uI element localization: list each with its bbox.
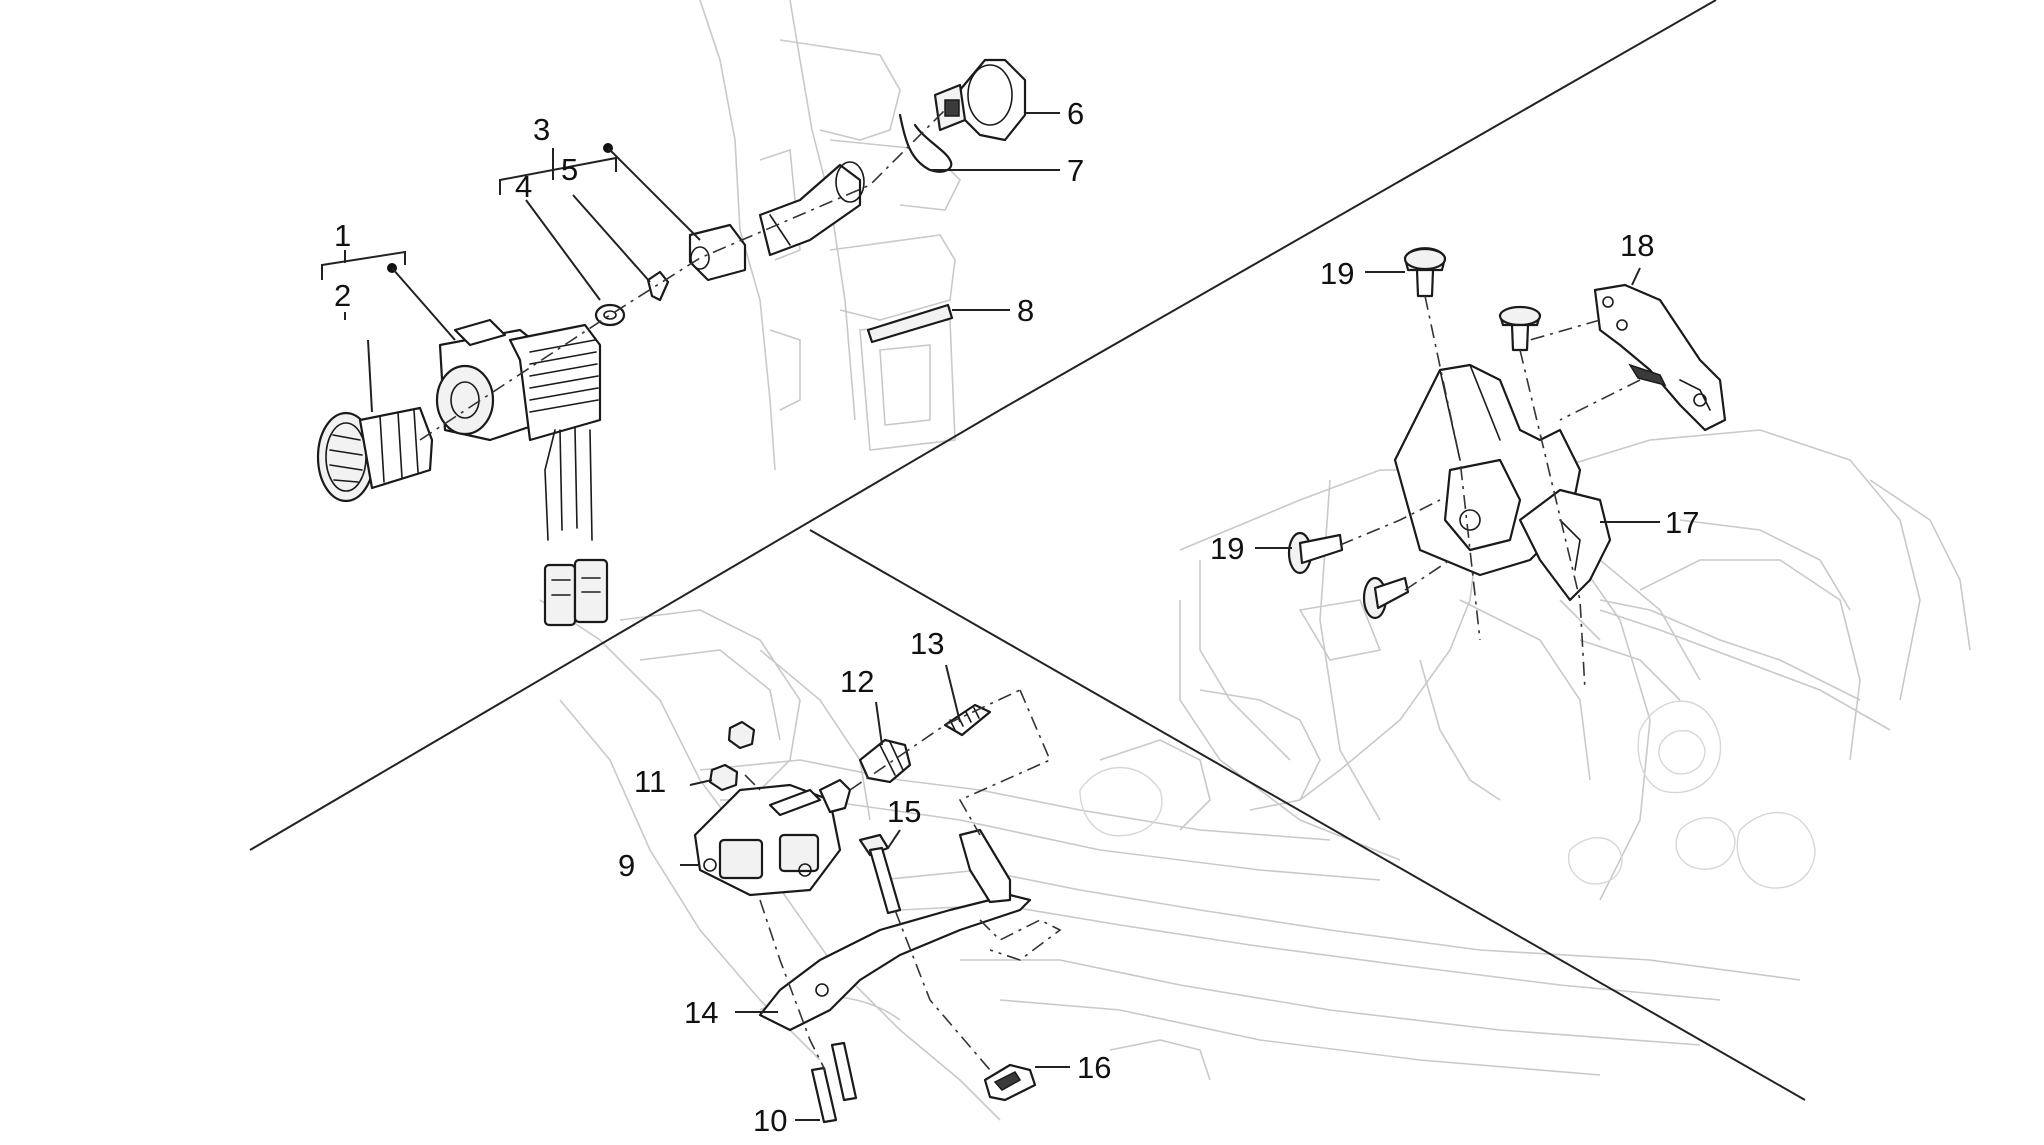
- divider-upper: [999, 0, 1717, 411]
- callout-14: 14: [684, 995, 718, 1030]
- callout-3: 3: [533, 112, 550, 147]
- seat-latch-assembly: [1287, 247, 1891, 731]
- callout-19-top: 19: [1320, 256, 1354, 291]
- callout-7: 7: [1067, 153, 1084, 188]
- callout-8: 8: [1017, 293, 1034, 328]
- callout-13: 13: [910, 626, 944, 661]
- callout-11: 11: [634, 764, 666, 799]
- lock-cap-and-spring: [866, 58, 1027, 344]
- callout-19-left: 19: [1210, 531, 1244, 566]
- callout-1: 1: [334, 218, 351, 253]
- callout-16: 16: [1077, 1050, 1111, 1085]
- frame-ghost-top: [699, 0, 961, 471]
- leader-lines: [344, 112, 1660, 1121]
- assembly-axis-lines: [419, 109, 1641, 1071]
- lock-cylinder-parts: [594, 161, 865, 327]
- callout-17: 17: [1665, 505, 1699, 540]
- callout-12: 12: [840, 664, 874, 699]
- ignition-switch-assembly: [316, 318, 609, 627]
- callout-15: 15: [887, 794, 921, 829]
- callout-5: 5: [561, 152, 578, 187]
- callout-4: 4: [515, 169, 532, 204]
- callout-labels: 1 2 3 4 5 6 7 8 19 18 19 17 13 12 11 15 …: [334, 96, 1699, 1138]
- callout-18: 18: [1620, 228, 1654, 263]
- divider-left: [249, 409, 1001, 851]
- divider-lower: [809, 529, 1806, 1101]
- callout-10: 10: [753, 1103, 787, 1138]
- callout-6: 6: [1067, 96, 1084, 131]
- callout-9: 9: [618, 848, 635, 883]
- seat-opener-actuator-assembly: [693, 703, 1037, 1124]
- callout-2: 2: [334, 278, 351, 313]
